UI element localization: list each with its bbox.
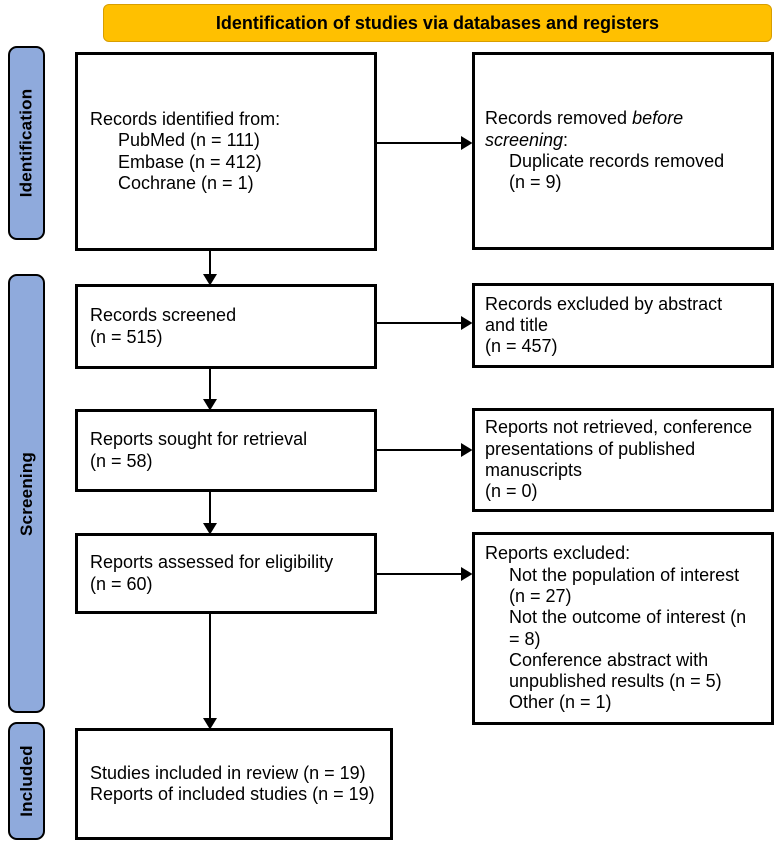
- banner-databases-registers: Identification of studies via databases …: [103, 4, 772, 42]
- reports-not-retrieved-line1: Reports not retrieved, conference: [485, 417, 753, 438]
- records-screened-n: (n = 515): [90, 326, 163, 347]
- arrow-assessed-to-excluded: [376, 567, 473, 581]
- records-excluded-line2: and title: [485, 314, 549, 335]
- records-identified-cochrane: Cochrane (n = 1): [118, 172, 254, 193]
- studies-included-line2: Reports of included studies (n = 19): [90, 784, 375, 804]
- records-excluded-n: (n = 457): [485, 336, 558, 357]
- box-records-identified: Records identified from: PubMed (n = 111…: [75, 52, 377, 251]
- banner-title: Identification of studies via databases …: [215, 12, 660, 33]
- arrow-assessed-to-included: [203, 614, 217, 730]
- arrow-identified-to-removed: [376, 136, 473, 150]
- reports-excluded-population: Not the population of interest: [509, 564, 740, 585]
- arrow-screened-to-excluded: [376, 316, 473, 330]
- arrow-screened-to-sought: [203, 369, 217, 411]
- arrow-sought-to-not-retrieved: [376, 443, 473, 457]
- reports-excluded-other: Other (n = 1): [509, 692, 612, 713]
- box-reports-assessed: Reports assessed for eligibility (n = 60…: [75, 533, 377, 614]
- box-reports-excluded: Reports excluded: Not the population of …: [472, 532, 774, 725]
- reports-sought-text: Reports sought for retrieval: [90, 429, 308, 450]
- reports-not-retrieved-line2: presentations of published: [485, 438, 696, 459]
- records-removed-text: Records removed: [485, 108, 633, 129]
- reports-excluded-outcome: Not the outcome of interest (n: [509, 607, 747, 628]
- box-reports-sought: Reports sought for retrieval (n = 58): [75, 409, 377, 492]
- records-removed-title-line2: screening:: [485, 130, 763, 151]
- arrow-sought-to-assessed: [203, 492, 217, 535]
- records-excluded-line1: Records excluded by abstract: [485, 293, 723, 314]
- stage-screening: Screening: [8, 274, 45, 713]
- records-screened-text: Records screened: [90, 305, 237, 326]
- stage-included: Included: [8, 722, 45, 840]
- stage-identification: Identification: [8, 46, 45, 240]
- reports-assessed-text: Reports assessed for eligibility: [90, 552, 334, 573]
- records-identified-pubmed: PubMed (n = 111): [118, 130, 260, 151]
- records-identified-embase: Embase (n = 412): [118, 151, 262, 172]
- studies-included-line1: Studies included in review (n = 19): [90, 762, 366, 783]
- reports-not-retrieved-line3: manuscripts: [485, 460, 583, 480]
- stage-screening-label: Screening: [16, 451, 36, 536]
- records-removed-duplicates-n: (n = 9): [509, 172, 562, 193]
- reports-excluded-conference-n: unpublished results (n = 5): [509, 671, 722, 692]
- records-removed-italic-screening: screening: [485, 129, 564, 150]
- records-removed-duplicates: Duplicate records removed: [509, 151, 725, 171]
- reports-not-retrieved-n: (n = 0): [485, 481, 538, 502]
- reports-assessed-n: (n = 60): [90, 573, 153, 594]
- reports-sought-n: (n = 58): [90, 450, 153, 471]
- box-reports-not-retrieved: Reports not retrieved, conference presen…: [472, 408, 774, 512]
- reports-excluded-conference: Conference abstract with: [509, 649, 709, 670]
- records-removed-title-line1: Records removed before: [485, 108, 763, 129]
- stage-included-label: Included: [16, 745, 36, 817]
- reports-excluded-outcome-n: = 8): [509, 628, 541, 649]
- box-studies-included: Studies included in review (n = 19) Repo…: [75, 728, 393, 840]
- box-records-excluded: Records excluded by abstract and title (…: [472, 283, 774, 368]
- records-removed-colon: :: [563, 129, 569, 150]
- records-removed-italic-before: before: [632, 108, 684, 129]
- reports-excluded-population-n: (n = 27): [509, 585, 572, 606]
- box-records-removed: Records removed before screening: Duplic…: [472, 52, 774, 250]
- records-identified-title: Records identified from:: [90, 108, 281, 129]
- stage-identification-label: Identification: [16, 88, 36, 198]
- reports-excluded-title: Reports excluded:: [485, 543, 631, 564]
- box-records-screened: Records screened (n = 515): [75, 284, 377, 369]
- arrow-identified-to-screened: [203, 251, 217, 286]
